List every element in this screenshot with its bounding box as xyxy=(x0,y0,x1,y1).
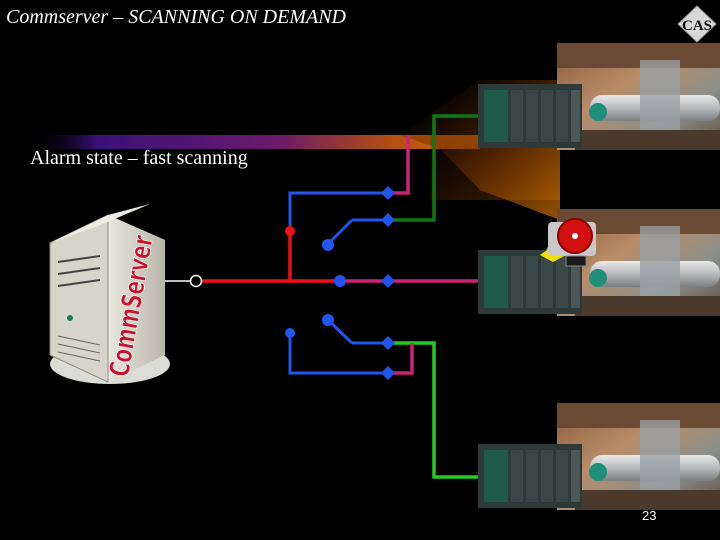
dark-green-line xyxy=(388,114,478,222)
slide-subtitle: Alarm state – fast scanning xyxy=(30,147,248,169)
plc-rack-icon xyxy=(478,444,582,508)
terminal-nodes xyxy=(381,186,395,380)
server-tower-icon xyxy=(49,204,170,384)
logo-text: CAS xyxy=(682,18,712,34)
slide-title: Commserver – SCANNING ON DEMAND xyxy=(6,6,346,28)
company-logo: CAS xyxy=(677,5,717,43)
page-number: 23 xyxy=(642,508,657,523)
alarm-bell-icon xyxy=(540,218,596,267)
blue-bracket-bottom xyxy=(288,332,388,375)
switch-contacts xyxy=(285,226,346,338)
plant-photo-icon xyxy=(557,43,720,150)
plc-rack-icon xyxy=(478,250,582,314)
plc-rack-icon xyxy=(478,84,582,148)
magenta-line xyxy=(388,343,414,375)
red-feed-line xyxy=(199,230,292,283)
server-port xyxy=(189,274,203,288)
green-line xyxy=(388,341,478,479)
blue-bracket-top xyxy=(288,191,408,232)
switch-arm-upper xyxy=(326,218,354,246)
plant-photo-icon xyxy=(557,403,720,510)
